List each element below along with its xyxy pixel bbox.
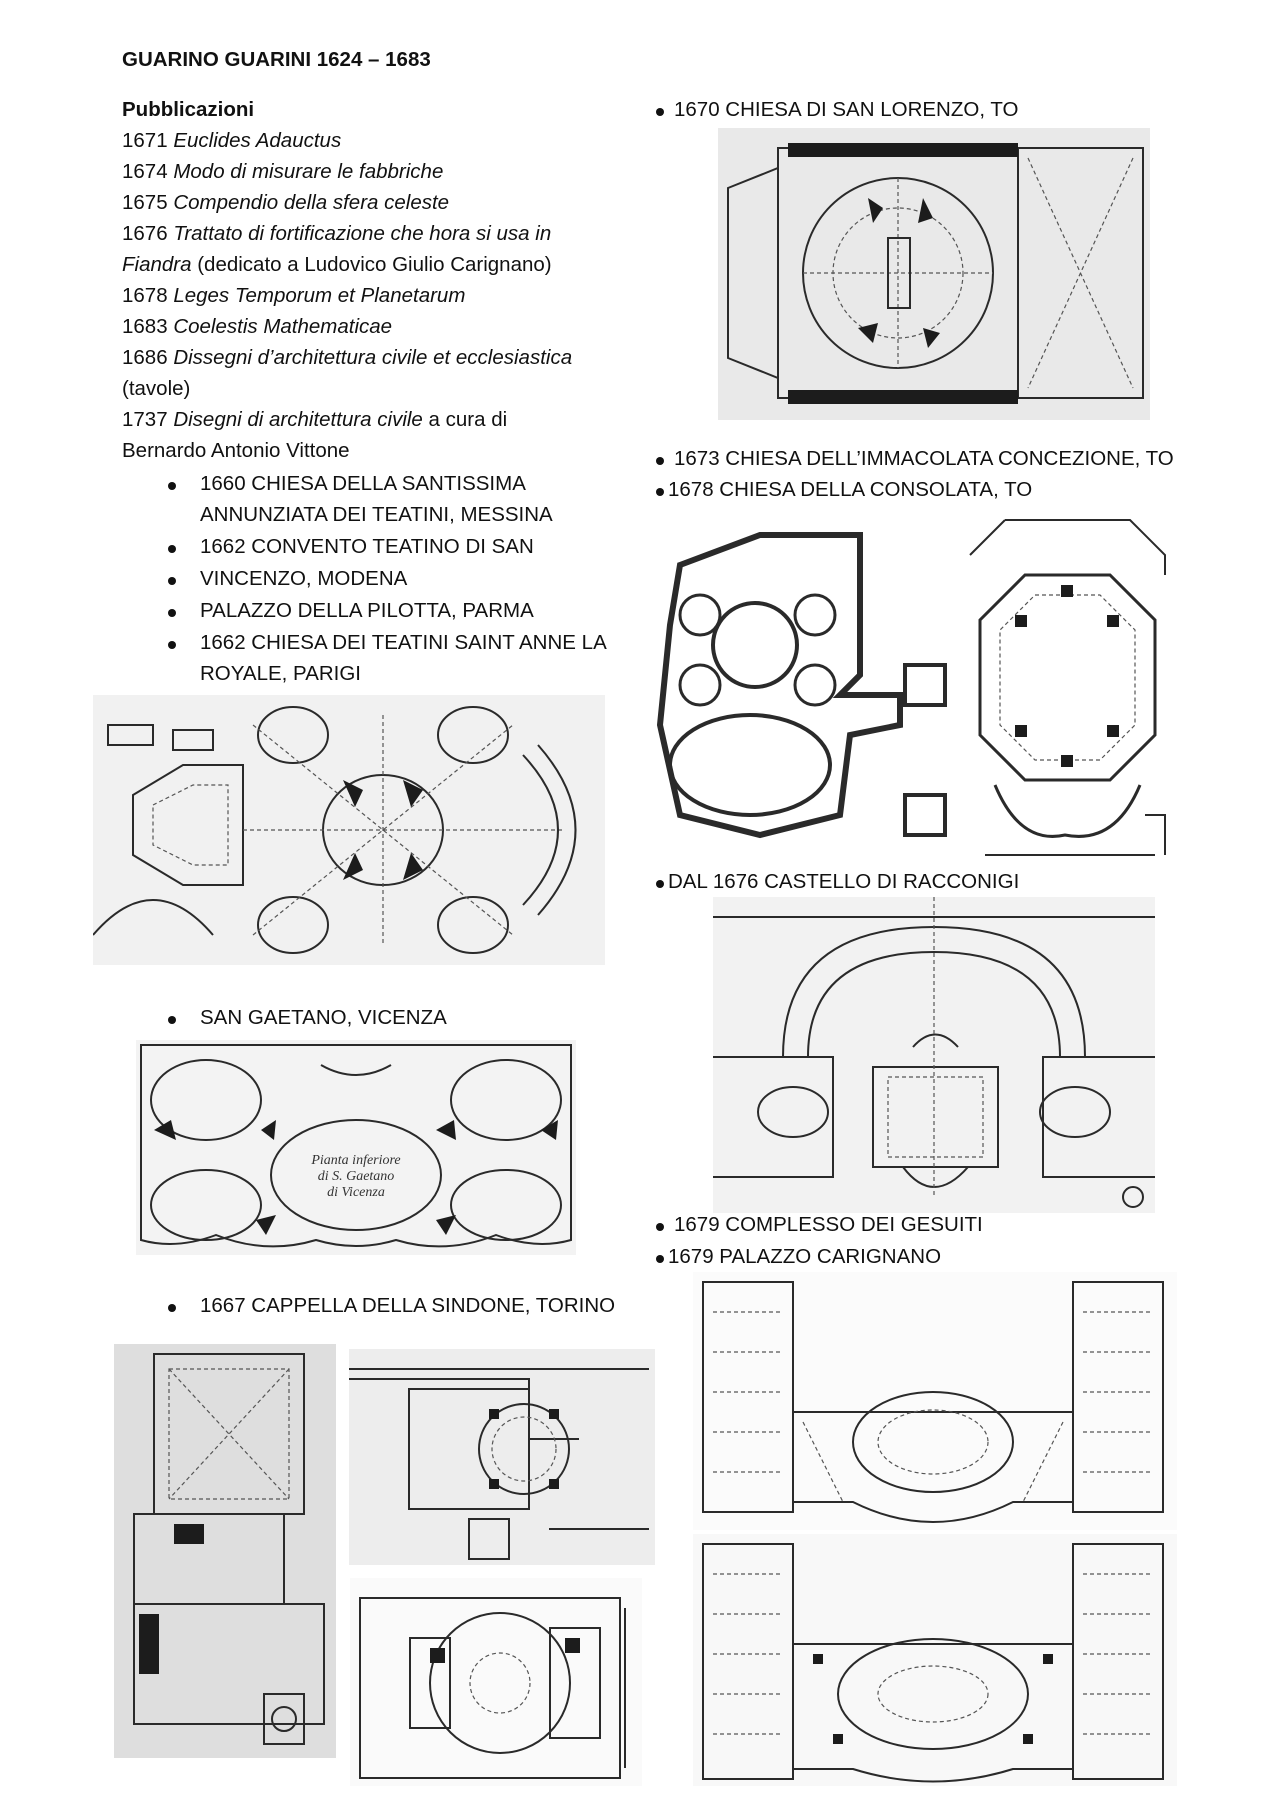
- publication-item: 1737 Disegni di architettura civile a cu…: [122, 408, 508, 431]
- immacolata-plan-image: [965, 515, 1170, 860]
- publication-item: Fiandra (dedicato a Ludovico Giulio Cari…: [122, 253, 552, 276]
- sainte-anne-plan-image: [93, 695, 605, 965]
- bullet-icon: [168, 545, 176, 553]
- sindone-site-plan-image: [114, 1344, 336, 1758]
- caption-line-3: di Vicenza: [327, 1185, 385, 1200]
- work-item: 1660 CHIESA DELLA SANTISSIMA: [200, 472, 526, 495]
- racconigi-plan-image: [713, 897, 1155, 1213]
- work-item: 1678 CHIESA DELLA CONSOLATA, TO: [668, 478, 1033, 501]
- bullet-icon: [656, 457, 664, 465]
- publication-item: 1686 Dissegni d’architettura civile et e…: [122, 346, 573, 369]
- publication-item: 1671 Euclides Adauctus: [122, 129, 342, 152]
- bullet-icon: [168, 1304, 176, 1312]
- bullet-icon: [656, 108, 664, 116]
- work-item: SAN GAETANO, VICENZA: [200, 1006, 447, 1029]
- san-lorenzo-plan-image: [718, 128, 1150, 420]
- bullet-icon: [168, 482, 176, 490]
- bullet-icon: [168, 641, 176, 649]
- work-item: 1673 CHIESA DELL’IMMACOLATA CONCEZIONE, …: [674, 447, 1174, 470]
- bullet-icon: [168, 1016, 176, 1024]
- bullet-icon: [656, 1255, 664, 1263]
- sindone-detail-plan-image: [349, 1349, 655, 1565]
- work-item: 1667 CAPPELLA DELLA SINDONE, TORINO: [200, 1294, 616, 1317]
- publications-heading: Pubblicazioni: [122, 98, 255, 121]
- work-item: PALAZZO DELLA PILOTTA, PARMA: [200, 599, 534, 622]
- sindone-chapel-plan-image: [350, 1578, 642, 1786]
- work-item: 1679 PALAZZO CARIGNANO: [668, 1245, 942, 1268]
- bullet-icon: [656, 1223, 664, 1231]
- page-title: GUARINO GUARINI 1624 – 1683: [122, 48, 431, 71]
- work-item: 1662 CONVENTO TEATINO DI SAN: [200, 535, 534, 558]
- san-gaetano-plan-image: Pianta inferiore di S. Gaetano di Vicenz…: [136, 1040, 576, 1255]
- work-item: 1679 COMPLESSO DEI GESUITI: [674, 1213, 983, 1236]
- caption-line-1: Pianta inferiore: [310, 1153, 400, 1168]
- work-item: VINCENZO, MODENA: [200, 567, 408, 590]
- publication-item: 1674 Modo di misurare le fabbriche: [122, 160, 444, 183]
- carignano-plan-upper-image: [693, 1272, 1177, 1530]
- carignano-plan-lower-image: [693, 1534, 1177, 1786]
- consolata-plan-image: [640, 525, 960, 845]
- work-item: 1662 CHIESA DEI TEATINI SAINT ANNE LA: [200, 631, 607, 654]
- bullet-icon: [168, 577, 176, 585]
- work-item: DAL 1676 CASTELLO DI RACCONIGI: [668, 870, 1020, 893]
- publication-item: 1675 Compendio della sfera celeste: [122, 191, 450, 214]
- work-item: ROYALE, PARIGI: [200, 662, 362, 685]
- publication-item: Bernardo Antonio Vittone: [122, 439, 350, 462]
- bullet-icon: [656, 880, 664, 888]
- publication-item: (tavole): [122, 377, 191, 400]
- publication-item: 1683 Coelestis Mathematicae: [122, 315, 393, 338]
- publication-item: 1676 Trattato di fortificazione che hora…: [122, 222, 552, 245]
- bullet-icon: [656, 488, 664, 496]
- bullet-icon: [168, 609, 176, 617]
- caption-line-2: di S. Gaetano: [318, 1169, 395, 1184]
- work-item: 1670 CHIESA DI SAN LORENZO, TO: [674, 98, 1019, 121]
- publication-item: 1678 Leges Temporum et Planetarum: [122, 284, 466, 307]
- work-item: ANNUNZIATA DEI TEATINI, MESSINA: [200, 503, 553, 526]
